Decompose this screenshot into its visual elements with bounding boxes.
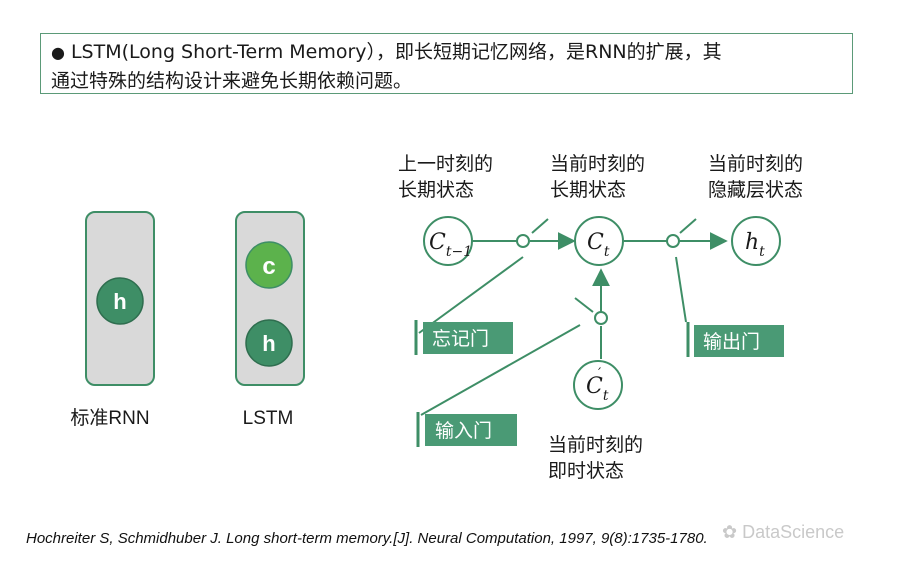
lstm-caption: LSTM: [243, 408, 294, 429]
label-instant-state-1: 当前时刻的: [548, 434, 643, 456]
lstm-h-label: h: [262, 331, 275, 356]
lstm-h-node: [245, 319, 293, 367]
svg-text:ht: ht: [745, 230, 765, 260]
rnn-cell: h 标准RNN: [70, 211, 155, 429]
label-curr-state-1: 当前时刻的: [550, 153, 645, 175]
input-switch-point: [594, 311, 608, 325]
node-c-tilde-circle: [573, 360, 623, 410]
output-gate-box: [694, 325, 784, 357]
wechat-icon: ✿: [722, 522, 743, 542]
output-gate-label: 输出门: [703, 331, 760, 353]
node-c-tilde-sub: t: [603, 388, 609, 404]
lstm-cell: c h LSTM: [235, 211, 305, 429]
forget-gate: 忘记门: [414, 320, 513, 355]
label-instant-state-2: 即时状态: [548, 460, 624, 482]
input-gate-box: [425, 414, 517, 446]
watermark: ✿ DataScience: [722, 522, 844, 543]
label-hidden-state-2: 隐藏层状态: [708, 179, 803, 201]
svg-text:Ct: Ct: [586, 374, 609, 404]
watermark-text: DataScience: [742, 522, 845, 542]
node-c-t-sub: t: [604, 244, 610, 260]
node-c-prev-sub: t−1: [446, 244, 472, 260]
intro-text-1: LSTM(Long Short-Term Memory），即长短期记忆网络，是R…: [70, 41, 722, 63]
label-prev-state-2: 长期状态: [398, 179, 474, 201]
node-h-t-sub: t: [759, 244, 765, 260]
node-c-tilde-base: C: [586, 374, 603, 399]
rnn-h-node: [96, 277, 144, 325]
node-h-t: ht: [731, 216, 781, 266]
node-c-prev: Ct−1: [423, 216, 473, 266]
node-c-tilde: Ct ′: [573, 360, 623, 410]
output-control-line: [675, 256, 687, 323]
bullet-icon: ●: [51, 43, 65, 62]
input-gate-label: 输入门: [435, 420, 492, 442]
flow-lines: [418, 218, 728, 416]
node-c-prev-base: C: [429, 230, 446, 255]
svg-text:Ct−1: Ct−1: [429, 230, 472, 260]
lstm-c-node: [245, 241, 293, 289]
intro-box: ● LSTM(Long Short-Term Memory），即长短期记忆网络，是…: [40, 33, 853, 94]
citation: Hochreiter S, Schmidhuber J. Long short-…: [26, 530, 708, 547]
node-c-t-circle: [574, 216, 624, 266]
node-h-t-circle: [731, 216, 781, 266]
label-prev-state-1: 上一时刻的: [398, 153, 493, 175]
rnn-caption: 标准RNN: [70, 407, 149, 429]
node-c-t-base: C: [587, 230, 604, 255]
forget-switch-arm: [531, 218, 549, 234]
forget-gate-label: 忘记门: [432, 328, 489, 350]
forget-gate-box: [423, 322, 513, 354]
rnn-h-label: h: [113, 289, 126, 314]
svg-text:Ct: Ct: [587, 230, 610, 260]
node-c-prev-circle: [423, 216, 473, 266]
forget-switch-point: [516, 234, 530, 248]
intro-text-2: 通过特殊的结构设计来避免长期依赖问题。: [51, 70, 413, 92]
input-control-line: [420, 324, 581, 416]
forget-control-line: [418, 256, 524, 334]
output-switch-arm: [679, 218, 697, 234]
output-switch-point: [666, 234, 680, 248]
output-gate: 输出门: [686, 322, 784, 357]
input-gate: 输入门: [416, 412, 517, 447]
input-switch-arm: [574, 297, 594, 313]
lstm-c-label: c: [262, 253, 275, 280]
intro-line-1: ● LSTM(Long Short-Term Memory），即长短期记忆网络，是…: [51, 38, 842, 67]
node-h-t-base: h: [745, 230, 759, 255]
node-c-t: Ct: [574, 216, 624, 266]
label-curr-state-2: 长期状态: [550, 179, 626, 201]
label-hidden-state-1: 当前时刻的: [708, 153, 803, 175]
node-c-tilde-sup: ′: [598, 366, 602, 382]
